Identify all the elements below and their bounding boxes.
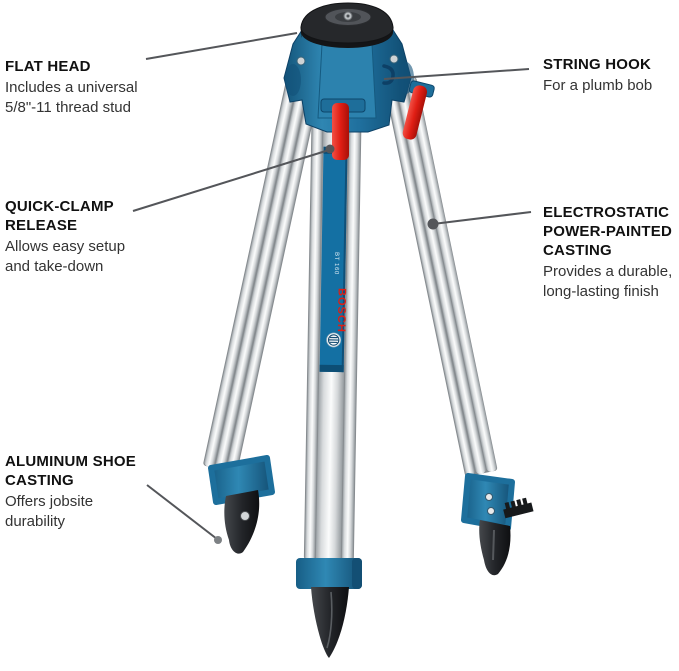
- leader-lines: [132, 32, 532, 540]
- callout-electrostatic-description: Provides a durable, long-lasting finish: [543, 263, 673, 300]
- callout-quick-clamp-description: Allows easy setup and take-down: [5, 238, 126, 275]
- callout-string-hook-description: For a plumb bob: [543, 77, 653, 94]
- flat-head-plate: [300, 2, 394, 48]
- callout-string-hook-title: STRING HOOK: [543, 56, 652, 73]
- brand-text: BOSCH: [335, 288, 348, 333]
- callout-flat-head: FLAT HEAD Includes a universal 5/8"-11 t…: [5, 57, 165, 117]
- model-text: BT 160: [333, 252, 339, 275]
- leader-line-quick-clamp: [132, 149, 330, 212]
- leg-center: BT 160 BOSCH: [303, 91, 362, 561]
- leader-dot-quick-clamp: [325, 144, 335, 154]
- callout-quick-clamp-release: QUICK-CLAMP RELEASE Allows easy setup an…: [5, 197, 165, 276]
- callout-aluminum-shoe-description: Offers jobsite durability: [5, 493, 94, 530]
- shoe-casting-left: [208, 455, 275, 554]
- callout-flat-head-title: FLAT HEAD: [5, 58, 91, 75]
- foot-spur-right: [503, 497, 534, 519]
- quick-clamp-lever-center: [320, 98, 366, 160]
- shoe-casting-right: [461, 473, 534, 576]
- leg-right: [384, 77, 498, 477]
- callout-string-hook: STRING HOOK For a plumb bob: [543, 55, 679, 96]
- leader-dot-electrostatic: [427, 218, 439, 230]
- center-foot-clamp: [296, 558, 362, 658]
- callout-quick-clamp-title: QUICK-CLAMP RELEASE: [5, 198, 114, 234]
- leader-line-string-hook: [383, 68, 530, 80]
- callout-electrostatic-casting: ELECTROSTATIC POWER-PAINTED CASTING Prov…: [543, 203, 679, 301]
- callout-electrostatic-title: ELECTROSTATIC POWER-PAINTED CASTING: [543, 204, 672, 259]
- leader-dot-aluminum-shoe: [214, 536, 222, 544]
- callout-aluminum-shoe-casting: ALUMINUM SHOE CASTING Offers jobsite dur…: [5, 452, 165, 531]
- callout-aluminum-shoe-title: ALUMINUM SHOE CASTING: [5, 453, 136, 489]
- leader-line-flat-head: [145, 32, 298, 60]
- string-hook: [382, 64, 395, 85]
- foot-right: [479, 520, 511, 576]
- leg-left: [203, 76, 321, 473]
- callout-flat-head-description: Includes a universal 5/8"-11 thread stud: [5, 79, 138, 116]
- foot-spike-center: [311, 587, 349, 658]
- leader-line-aluminum-shoe: [146, 484, 218, 540]
- bosch-logo-icon: [326, 332, 342, 348]
- leader-line-electrostatic: [432, 211, 532, 225]
- foot-left: [224, 490, 260, 554]
- quick-clamp-lever-right: [402, 80, 435, 140]
